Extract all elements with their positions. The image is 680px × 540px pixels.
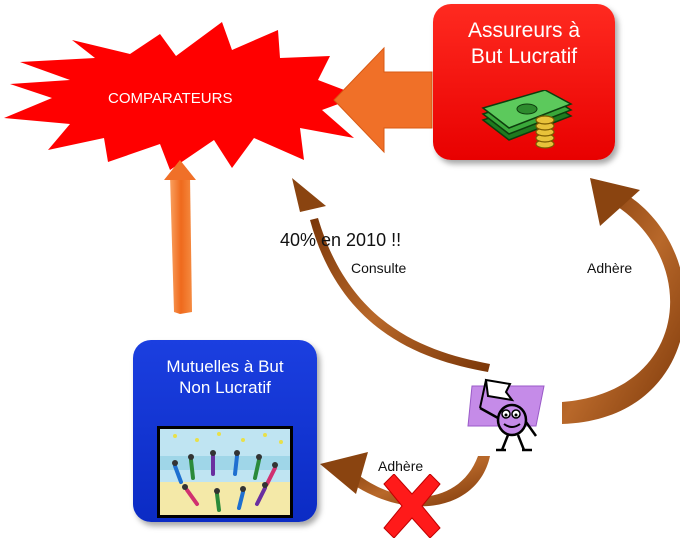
adhere-right-arrow	[562, 178, 680, 424]
assureurs-to-comparateurs-arrow	[333, 46, 433, 154]
assureurs-box: Assureurs à But Lucratif	[433, 4, 615, 160]
mutuelles-to-comparateurs-arrow	[164, 160, 196, 314]
assureurs-title-line2: But Lucratif	[470, 45, 578, 69]
adhere-left-label: Adhère	[378, 458, 424, 474]
comparateurs-starburst	[4, 22, 360, 170]
people-circle-picture	[157, 426, 293, 518]
consulte-label: Consulte	[351, 260, 407, 276]
flag-person-icon	[467, 378, 545, 452]
mutuelles-title-line1: Mutuelles à But	[166, 357, 284, 376]
mutuelles-title: Mutuelles à But Non Lucratif	[133, 356, 317, 399]
money-stack-icon	[481, 90, 573, 149]
adhere-right-label: Adhère	[587, 260, 633, 276]
mutuelles-title-line2: Non Lucratif	[179, 378, 271, 398]
mutuelles-box: Mutuelles à But Non Lucratif	[133, 340, 317, 522]
assureurs-title-line1: Assureurs à	[467, 19, 581, 42]
consulte-arrow	[292, 178, 490, 372]
stat-label: 40% en 2010 !!	[280, 230, 402, 250]
assureurs-title: Assureurs à But Lucratif	[433, 18, 615, 71]
comparateurs-label: COMPARATEURS	[108, 90, 233, 107]
adhere-left-arrow	[320, 452, 490, 507]
red-x-icon	[383, 474, 441, 538]
